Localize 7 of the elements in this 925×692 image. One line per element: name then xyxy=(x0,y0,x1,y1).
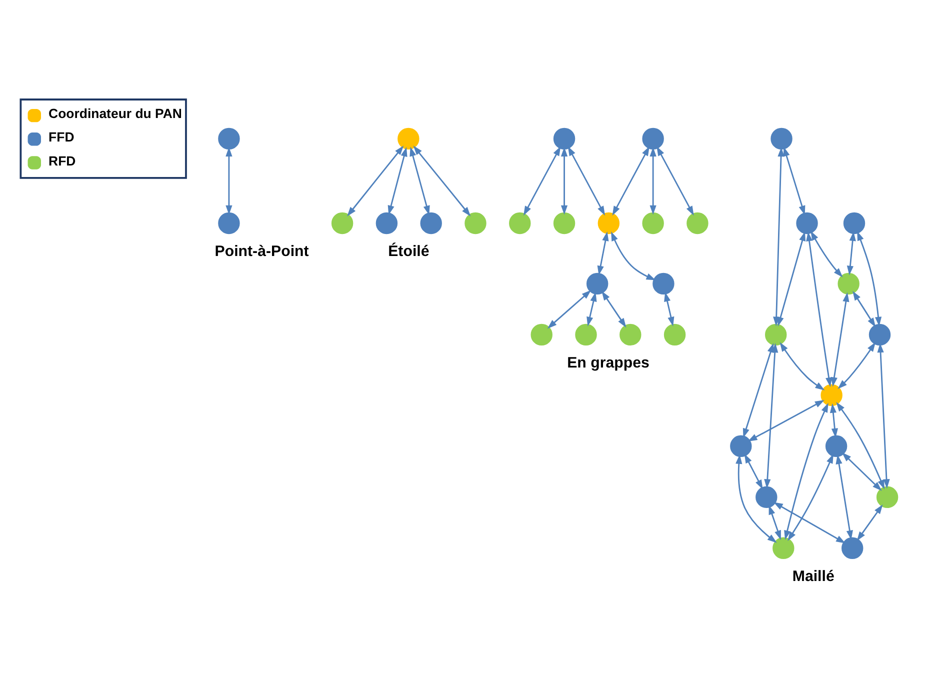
label: Point-à-Point xyxy=(214,242,309,260)
legend-label: Coordinateur du PAN xyxy=(48,106,182,121)
legend-label: RFD xyxy=(48,152,76,168)
label: Maillé xyxy=(792,568,834,585)
legend-label: FFD xyxy=(48,129,74,144)
label: En grappes xyxy=(567,354,650,372)
label: Étoilé xyxy=(388,242,430,260)
